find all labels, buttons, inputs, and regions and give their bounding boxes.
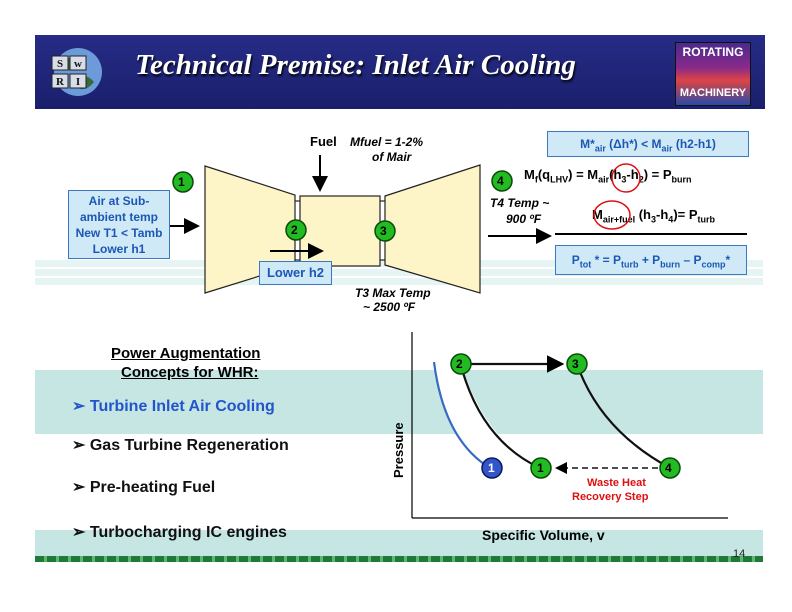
node-label-4: 4 (497, 174, 504, 188)
svg-text:I: I (76, 76, 80, 88)
concept-item-2: ➢ Gas Turbine Regeneration (72, 437, 289, 454)
pv-x-label: Specific Volume, v (482, 527, 605, 543)
turb-equation: Mair+fuel (h3-h4)= Pturb (592, 207, 716, 225)
pv-node-4 (659, 457, 681, 479)
state-node-2 (285, 219, 307, 241)
t4-label-2: 900 ºF (506, 212, 542, 226)
turbine-shape (384, 164, 481, 294)
fuel-label: Fuel (310, 134, 337, 149)
waste-heat-label-2: Recovery Step (572, 491, 649, 503)
slide-title: Technical Premise: Inlet Air Cooling (135, 49, 576, 81)
swri-logo: S w R I (42, 42, 114, 102)
state-node-3 (374, 220, 396, 242)
inlet-line-1: Air at Sub- (88, 194, 150, 208)
equation-box-top: M*air (Δh*) < Mair (h2-h1) (547, 131, 749, 157)
mfuel-label: Mfuel = 1-2% (350, 135, 424, 149)
bullet-arrow-icon: ➢ (72, 524, 86, 541)
bullet-arrow-icon: ➢ (72, 479, 86, 496)
pv-node-1-blue (481, 457, 503, 479)
state-node-1 (172, 171, 194, 193)
concepts-heading-2: Concepts for WHR: (121, 364, 259, 381)
bullet-arrow-icon: ➢ (72, 398, 86, 415)
burn-equation: Mf(qLHV) = Mair(h3-h2) = Pburn (524, 167, 692, 185)
lower-h2-box: Lower h2 (259, 261, 332, 285)
pv-node-2 (450, 353, 472, 375)
concept-item-1: ➢ Turbine Inlet Air Cooling (72, 398, 275, 415)
highlight-circle-air (611, 163, 641, 193)
state-node-4 (491, 170, 513, 192)
node-label-1: 1 (178, 175, 185, 189)
waste-heat-label: Waste Heat (587, 477, 646, 489)
mfuel-label-2: of Mair (372, 150, 412, 164)
pv-node-label-2: 2 (456, 357, 463, 371)
svg-text:R: R (56, 76, 65, 88)
t3-label-2: ~ 2500 ºF (363, 300, 416, 314)
t3-label: T3 Max Temp (355, 286, 431, 300)
bg-stripe (35, 370, 763, 434)
title-bar (35, 35, 765, 109)
inlet-air-box: Air at Sub- ambient temp New T1 < Tamb L… (68, 190, 170, 259)
equation-box-total: Ptot * = Pturb + Pburn – Pcomp* (555, 245, 747, 275)
svg-text:w: w (74, 58, 82, 70)
bullet-arrow-icon: ➢ (72, 437, 86, 454)
inlet-line-4: Lower h1 (92, 242, 146, 256)
pv-node-3 (566, 353, 588, 375)
concept-item-3: ➢ Pre-heating Fuel (72, 479, 216, 496)
highlight-circle-airfuel (593, 200, 631, 230)
node-label-3: 3 (380, 224, 387, 238)
concepts-heading: Power Augmentation (111, 345, 261, 362)
svg-text:S: S (57, 58, 63, 70)
pv-node-label-3: 3 (572, 357, 579, 371)
logo-text-top: ROTATING (682, 45, 744, 59)
bottom-dashed-bar (35, 556, 763, 562)
pv-node-label-1-blue: 1 (488, 461, 495, 475)
equation-divider (555, 233, 747, 235)
node-label-2: 2 (291, 223, 298, 237)
pv-node-label-1: 1 (537, 461, 544, 475)
inlet-line-3: New T1 < Tamb (75, 226, 163, 240)
pv-y-label: Pressure (391, 422, 406, 478)
pv-blue-curve (432, 361, 491, 469)
t4-label: T4 Temp ~ (490, 196, 550, 210)
page-number: 14 (733, 548, 746, 560)
bg-stripe (35, 278, 763, 285)
bg-stripe (35, 269, 763, 276)
pv-node-1 (530, 457, 552, 479)
inlet-line-2: ambient temp (79, 210, 158, 224)
bg-stripe (35, 530, 763, 560)
pv-compression-curve (458, 361, 541, 469)
logo-text-bottom: MACHINERY (679, 87, 747, 99)
concept-item-4: ➢ Turbocharging IC engines (72, 524, 287, 541)
rotating-machinery-logo: ROTATING MACHINERY (675, 42, 751, 106)
pv-expansion-curve (575, 363, 671, 469)
pv-node-label-4: 4 (665, 461, 672, 475)
